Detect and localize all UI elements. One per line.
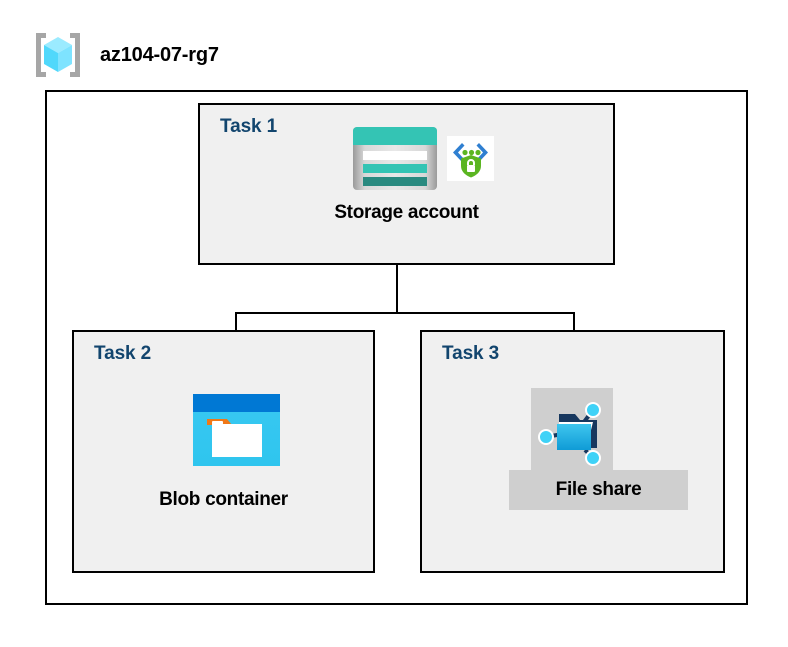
secure-endpoint-shield-icon — [447, 136, 494, 181]
task-2-label: Task 2 — [94, 343, 152, 364]
connector-task1-stem — [396, 265, 398, 314]
file-share-icon — [535, 392, 611, 468]
file-share-caption: File share — [555, 479, 642, 500]
resource-group-icon — [30, 27, 86, 83]
task-3-label: Task 3 — [442, 343, 500, 364]
blob-container-caption: Blob container — [159, 489, 288, 510]
file-share-caption-highlight — [509, 470, 688, 510]
connector-horizontal-bar — [235, 312, 575, 314]
storage-account-icon — [353, 127, 437, 190]
diagram-header: az104-07-rg7 — [30, 26, 219, 84]
page-title: az104-07-rg7 — [100, 43, 219, 66]
storage-account-caption: Storage account — [334, 202, 479, 223]
task-1-label: Task 1 — [220, 116, 278, 137]
blob-container-icon — [193, 394, 280, 466]
